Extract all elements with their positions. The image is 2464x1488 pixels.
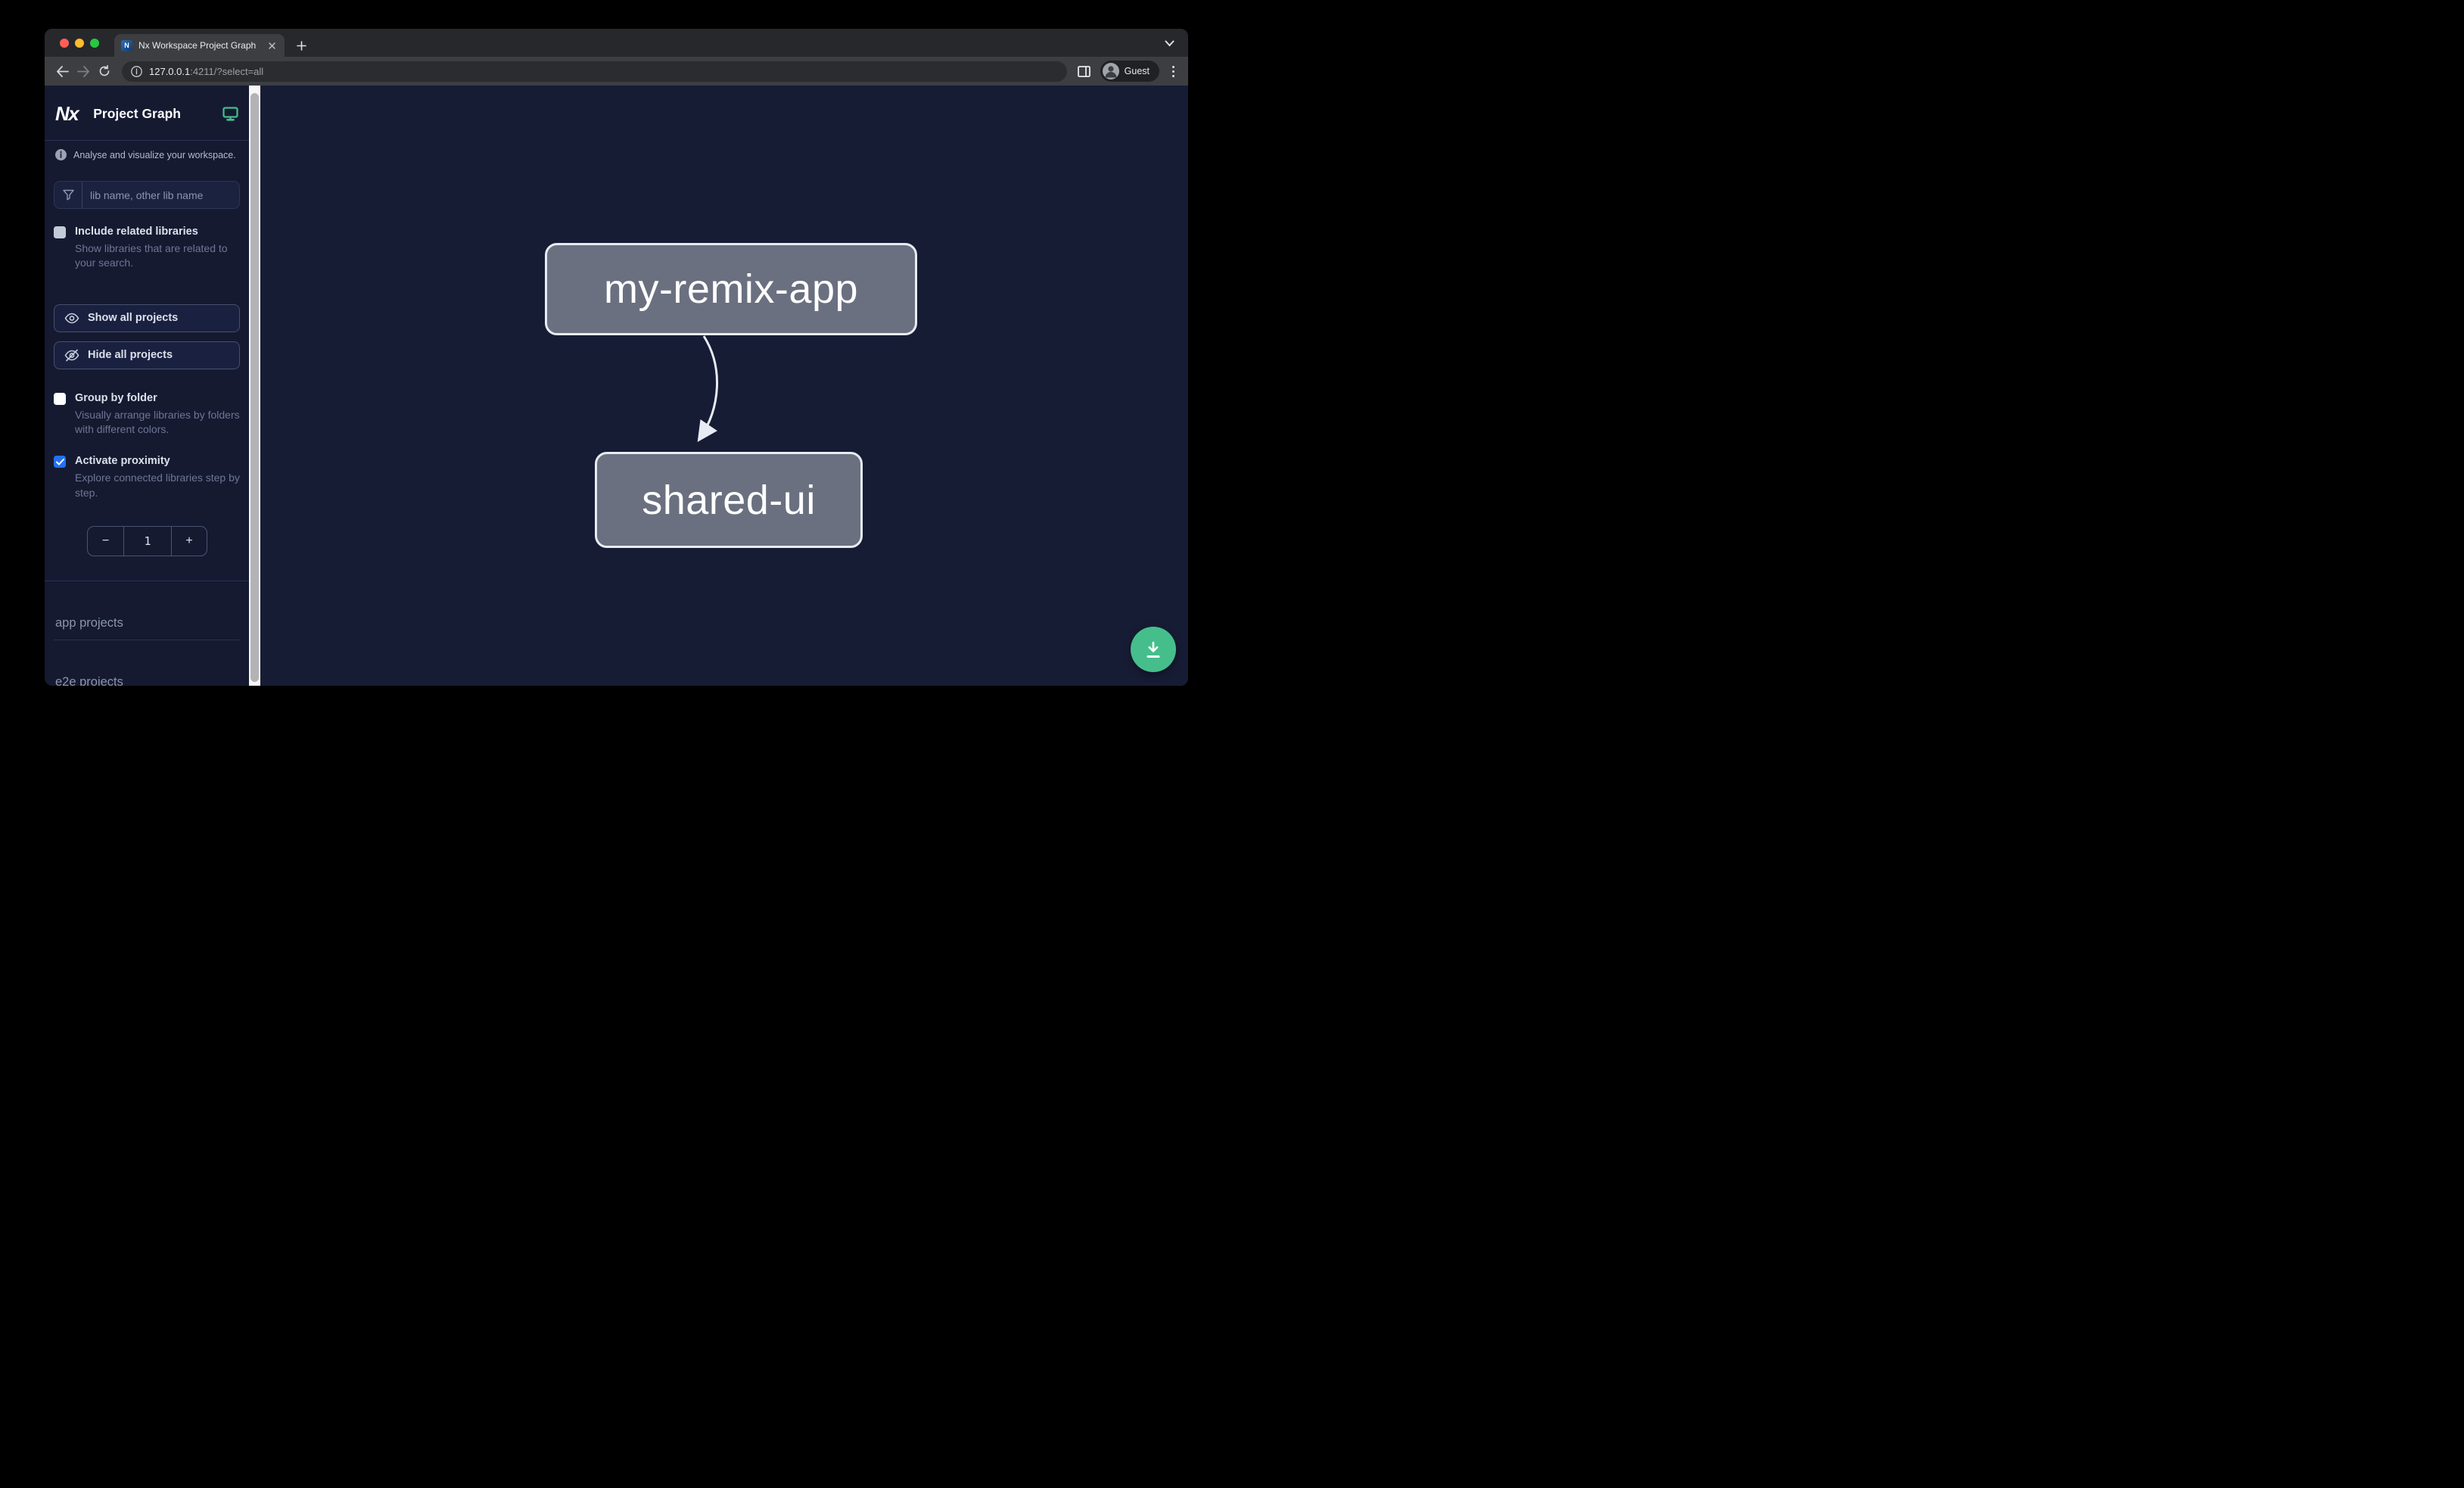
filter-field bbox=[54, 181, 240, 209]
browser-menu-icon[interactable] bbox=[1165, 61, 1181, 81]
include-related-row: Include related libraries Show libraries… bbox=[54, 226, 240, 271]
url-bar[interactable]: 127.0.0.1:4211/?select=all bbox=[122, 61, 1067, 82]
tab-close-icon[interactable] bbox=[266, 39, 278, 51]
group-by-folder-row: Group by folder Visually arrange librari… bbox=[54, 392, 240, 437]
nx-logo: Nx bbox=[55, 102, 79, 125]
checkbox-description: Show libraries that are related to your … bbox=[75, 242, 228, 269]
site-info-icon[interactable] bbox=[131, 65, 142, 77]
tab-title: Nx Workspace Project Graph bbox=[138, 40, 257, 51]
profile-button[interactable]: Guest bbox=[1100, 61, 1159, 82]
avatar bbox=[1102, 63, 1119, 79]
graph-node-my-remix-app[interactable]: my-remix-app bbox=[545, 243, 917, 335]
funnel-icon bbox=[54, 182, 82, 208]
new-tab-button[interactable] bbox=[292, 36, 310, 54]
dependency-edge bbox=[697, 335, 719, 442]
graph-canvas[interactable]: my-remix-app shared-ui bbox=[260, 86, 1188, 686]
button-label: Show all projects bbox=[88, 312, 179, 325]
profile-name: Guest bbox=[1124, 66, 1150, 76]
include-related-checkbox[interactable] bbox=[54, 226, 66, 238]
nx-favicon-icon: N bbox=[121, 39, 132, 51]
header-divider bbox=[45, 140, 249, 141]
proximity-stepper: − 1 + bbox=[87, 525, 207, 556]
sidebar: Nx Project Graph Analyse and visualize y… bbox=[45, 86, 249, 686]
activate-proximity-row: Activate proximity Explore connected lib… bbox=[54, 455, 240, 500]
check-icon bbox=[55, 458, 64, 465]
side-panel-toggle-icon[interactable] bbox=[1075, 61, 1094, 81]
activate-proximity-checkbox[interactable] bbox=[54, 456, 66, 469]
browser-window: N Nx Workspace Project Graph 127.0.0.1:4… bbox=[45, 29, 1188, 686]
button-label: Hide all projects bbox=[88, 349, 173, 362]
sidebar-scrollbar[interactable] bbox=[249, 86, 260, 686]
download-graph-button[interactable] bbox=[1131, 627, 1176, 672]
eye-icon bbox=[64, 313, 79, 323]
checkbox-label: Group by folder bbox=[75, 391, 157, 404]
tab-search-chevron-icon[interactable] bbox=[1165, 37, 1174, 51]
increment-button[interactable]: + bbox=[185, 534, 193, 547]
scrollbar-thumb[interactable] bbox=[250, 93, 259, 682]
tab-strip: N Nx Workspace Project Graph bbox=[45, 29, 1188, 57]
hide-all-projects-button[interactable]: Hide all projects bbox=[54, 341, 240, 369]
theme-monitor-icon[interactable] bbox=[222, 106, 238, 121]
show-all-projects-button[interactable]: Show all projects bbox=[54, 304, 240, 332]
page-title: Project Graph bbox=[93, 105, 181, 121]
maximize-window-button[interactable] bbox=[90, 39, 99, 48]
info-icon bbox=[55, 149, 67, 160]
group-by-folder-checkbox[interactable] bbox=[54, 392, 66, 405]
stepper-value: 1 bbox=[124, 526, 172, 556]
checkbox-label: Include related libraries bbox=[75, 226, 198, 238]
graph-node-shared-ui[interactable]: shared-ui bbox=[595, 452, 863, 548]
download-icon bbox=[1146, 641, 1160, 658]
reload-button[interactable] bbox=[95, 61, 114, 81]
checkbox-description: Visually arrange libraries by folders wi… bbox=[75, 408, 240, 435]
forward-button[interactable] bbox=[73, 61, 93, 81]
info-text: Analyse and visualize your workspace. bbox=[73, 149, 236, 160]
url-text: 127.0.0.1:4211/?select=all bbox=[149, 65, 264, 77]
filter-input[interactable] bbox=[82, 182, 239, 208]
node-label: my-remix-app bbox=[603, 266, 859, 312]
browser-toolbar: 127.0.0.1:4211/?select=all Guest bbox=[45, 57, 1188, 86]
section-app-projects: app projects bbox=[54, 616, 240, 640]
browser-tab[interactable]: N Nx Workspace Project Graph bbox=[114, 34, 285, 57]
traffic-lights bbox=[60, 39, 99, 48]
checkbox-description: Explore connected libraries step by step… bbox=[75, 472, 240, 499]
minimize-window-button[interactable] bbox=[75, 39, 84, 48]
section-e2e-projects: e2e projects bbox=[54, 675, 240, 686]
checkbox-label: Activate proximity bbox=[75, 455, 170, 468]
close-window-button[interactable] bbox=[60, 39, 69, 48]
eye-off-icon bbox=[64, 349, 79, 361]
back-button[interactable] bbox=[52, 61, 72, 81]
node-label: shared-ui bbox=[642, 477, 816, 523]
decrement-button[interactable]: − bbox=[88, 526, 124, 556]
